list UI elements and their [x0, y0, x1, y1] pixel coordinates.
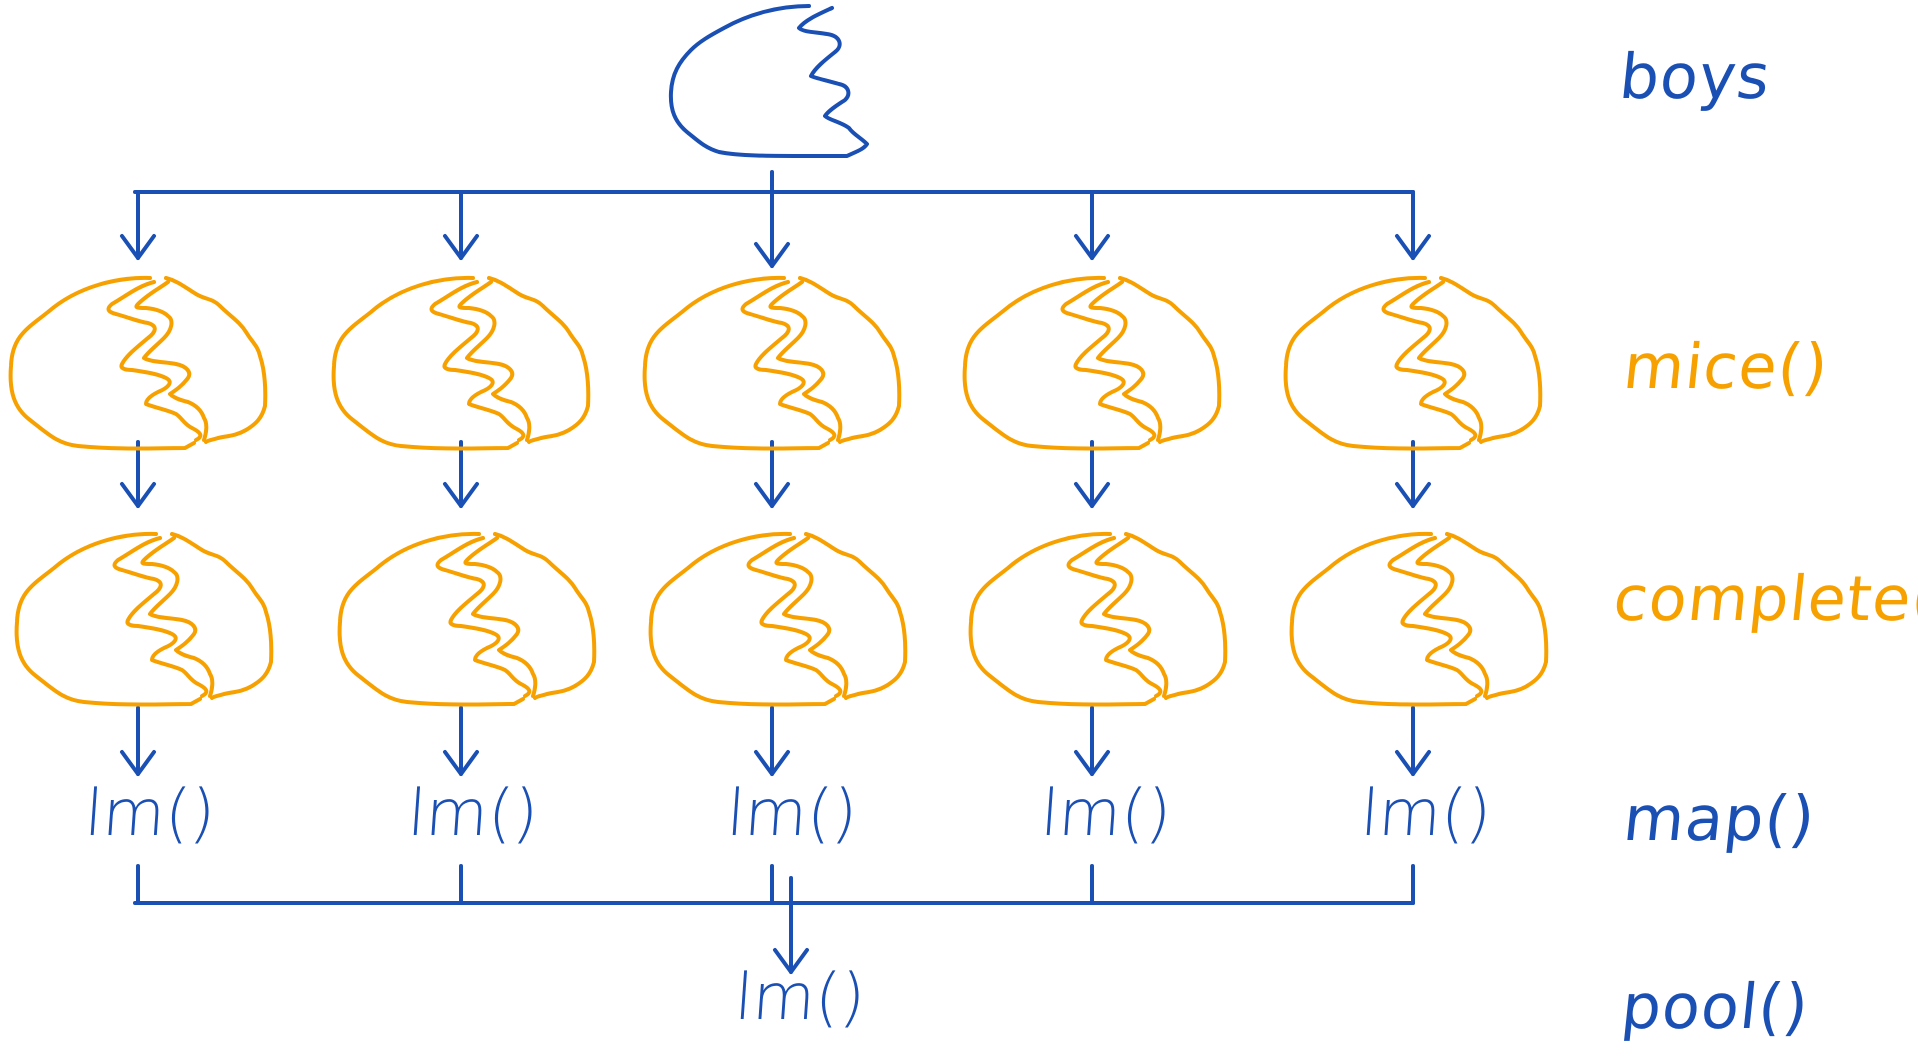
fitted-model-4: lm() [1038, 777, 1174, 851]
mice-dataset-4-crack-right [1088, 280, 1163, 442]
mice-dataset-2-right-edge [487, 276, 591, 444]
mice-to-complete-arrow-4-head [1074, 482, 1110, 508]
mice-dataset-3-right-edge [798, 276, 902, 444]
mice-dataset-4-crack-left [1060, 280, 1157, 442]
complete-to-lm-arrow-2-head [443, 750, 479, 776]
row-label-pool: pool() [1618, 970, 1813, 1043]
mice-to-complete-arrow-1-head [120, 482, 156, 508]
fitted-model-2: lm() [405, 777, 541, 851]
complete-dataset-5 [1289, 531, 1549, 707]
fitted-model-3: lm() [724, 777, 860, 851]
fan-out-arrow-1-head [120, 234, 156, 260]
mice-dataset-5-left-edge [1283, 275, 1471, 451]
complete-dataset-3-left-edge [648, 531, 836, 707]
mice-to-complete-arrow-3-head [754, 482, 790, 508]
mice-dataset-4 [962, 275, 1222, 451]
complete-dataset-1 [14, 531, 274, 707]
connectors [120, 170, 1431, 974]
complete-dataset-5-left-edge [1289, 531, 1477, 707]
fitted-model-1: lm() [82, 777, 218, 851]
fan-out-arrow-4-head [1074, 234, 1110, 260]
complete-dataset-4 [968, 531, 1228, 707]
complete-dataset-5-crack-right [1415, 536, 1490, 698]
mice-dataset-2 [331, 275, 591, 451]
row-label-boys: boys [1616, 40, 1775, 113]
complete-to-lm-arrow-5-head [1395, 750, 1431, 776]
complete-dataset-4-right-edge [1124, 532, 1228, 700]
mice-dataset-1-right-edge [164, 276, 268, 444]
mice-dataset-4-right-edge [1118, 276, 1222, 444]
complete-to-lm-arrow-1-head [120, 750, 156, 776]
complete-dataset-3-right-edge [804, 532, 908, 700]
mice-dataset-5-right-edge [1439, 276, 1543, 444]
complete-dataset-4-left-edge [968, 531, 1156, 707]
fan-out-arrow-5-head [1395, 234, 1431, 260]
complete-dataset-4-crack-left [1066, 536, 1163, 698]
fan-out-arrow-3-head [754, 242, 790, 268]
complete-dataset-1-crack-right [140, 536, 215, 698]
complete-dataset-1-left-edge [14, 531, 202, 707]
complete-dataset-2-right-edge [493, 532, 597, 700]
complete-dataset-5-crack-left [1387, 536, 1484, 698]
mice-dataset-3-crack-left [740, 280, 837, 442]
mice-dataset-1 [8, 275, 268, 451]
complete-to-lm-arrow-3-head [754, 750, 790, 776]
mice-to-complete-arrow-2-head [443, 482, 479, 508]
complete-dataset-2-crack-left [435, 536, 532, 698]
mice-dataset-3 [642, 275, 902, 451]
pool-arrow-head [773, 948, 809, 974]
mice-dataset-5 [1283, 275, 1543, 451]
complete-dataset-3-crack-left [746, 536, 843, 698]
complete-dataset-1-right-edge [170, 532, 274, 700]
complete-dataset-1-crack-left [112, 536, 209, 698]
fitted-model-5: lm() [1358, 777, 1494, 851]
mice-dataset-2-left-edge [331, 275, 519, 451]
dataset-blobs [8, 4, 1549, 707]
mice-dataset-1-left-edge [8, 275, 196, 451]
complete-dataset-2-left-edge [337, 531, 525, 707]
complete-dataset-2-crack-right [463, 536, 538, 698]
source-dataset-boys [668, 4, 869, 158]
mice-dataset-1-crack-left [106, 280, 203, 442]
mice-dataset-4-left-edge [962, 275, 1150, 451]
pooled-model: lm() [732, 961, 868, 1035]
row-label-mice: mice() [1620, 330, 1833, 403]
mice-dataset-5-crack-left [1381, 280, 1478, 442]
mice-dataset-2-crack-right [457, 280, 532, 442]
complete-dataset-4-crack-right [1094, 536, 1169, 698]
row-label-complete: complete() [1610, 562, 1918, 635]
source-dataset-outline [668, 4, 869, 158]
complete-dataset-3 [648, 531, 908, 707]
mice-dataset-2-crack-left [429, 280, 526, 442]
fan-out-arrow-2-head [443, 234, 479, 260]
row-label-map: map() [1620, 782, 1820, 855]
mice-dataset-3-left-edge [642, 275, 830, 451]
mice-dataset-1-crack-right [134, 280, 209, 442]
mice-dataset-5-crack-right [1409, 280, 1484, 442]
complete-to-lm-arrow-4-head [1074, 750, 1110, 776]
complete-dataset-3-crack-right [774, 536, 849, 698]
complete-dataset-2 [337, 531, 597, 707]
mice-dataset-3-crack-right [768, 280, 843, 442]
complete-dataset-5-right-edge [1445, 532, 1549, 700]
mice-to-complete-arrow-5-head [1395, 482, 1431, 508]
